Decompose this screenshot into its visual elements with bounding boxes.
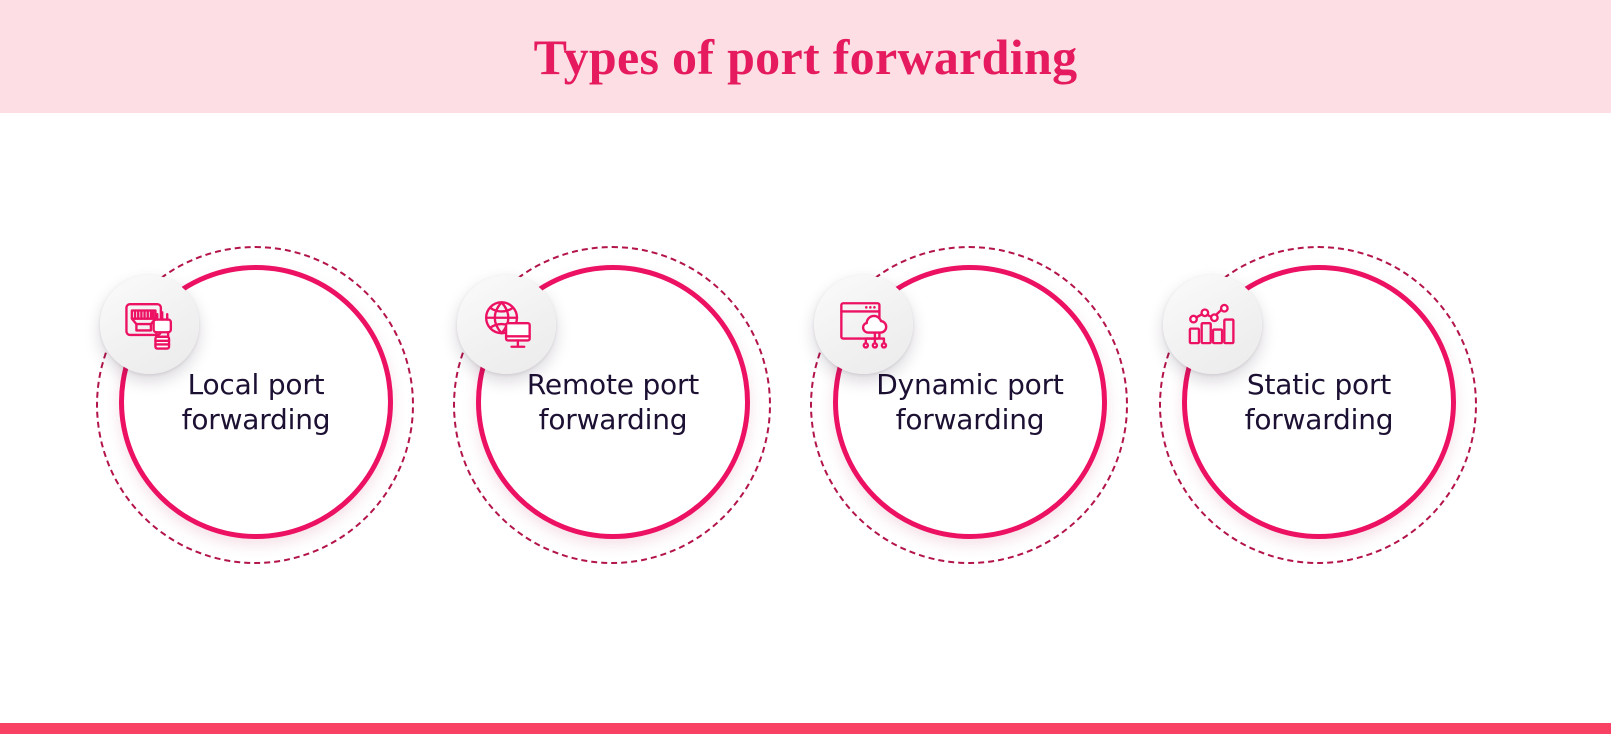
- page-title: Types of port forwarding: [533, 28, 1078, 85]
- card-label: Remote port forwarding: [526, 367, 700, 436]
- header-band: Types of port forwarding: [0, 0, 1611, 113]
- globe-monitor-icon: [457, 275, 556, 374]
- card-static-port-forwarding[interactable]: Static port forwarding: [1159, 246, 1479, 568]
- port-forwarding-types-row: Local port forwarding Remote port forwar…: [0, 113, 1611, 723]
- card-dynamic-port-forwarding[interactable]: Dynamic port forwarding: [810, 246, 1130, 568]
- card-label: Dynamic port forwarding: [876, 367, 1064, 436]
- card-local-port-forwarding[interactable]: Local port forwarding: [96, 246, 416, 568]
- dashed-outer-ring: [810, 246, 1128, 564]
- dashed-outer-ring: [96, 246, 414, 564]
- card-label: Local port forwarding: [181, 367, 331, 436]
- dashed-outer-ring: [453, 246, 771, 564]
- dashed-outer-ring: [1159, 246, 1477, 564]
- card-label: Static port forwarding: [1244, 367, 1394, 436]
- card-remote-port-forwarding[interactable]: Remote port forwarding: [453, 246, 773, 568]
- bottom-accent-bar: [0, 723, 1611, 734]
- solid-inner-ring: [119, 265, 393, 539]
- bar-chart-trend-icon: [1163, 275, 1262, 374]
- ethernet-port-cable-icon: [100, 275, 199, 374]
- browser-cloud-network-icon: [814, 275, 913, 374]
